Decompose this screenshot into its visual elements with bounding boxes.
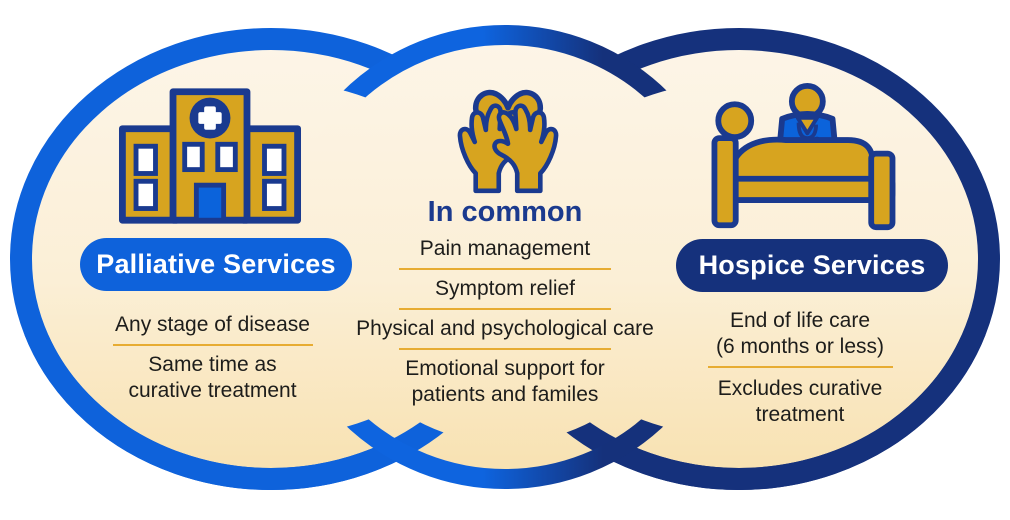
hospital-icon bbox=[118, 88, 302, 224]
divider bbox=[112, 344, 313, 346]
in-common-title: In common bbox=[427, 196, 583, 228]
in-common-list: Pain management Symptom relief Physical … bbox=[340, 236, 670, 408]
list-item: Physical and psychological care bbox=[356, 317, 654, 340]
bottom-crossing-arcs bbox=[10, 28, 1000, 490]
bed-rail bbox=[713, 175, 896, 203]
divider bbox=[707, 366, 893, 368]
divider bbox=[399, 308, 611, 310]
bed-post-left bbox=[711, 135, 739, 229]
list-item: Emotional support for patients and famil… bbox=[405, 357, 605, 406]
divider bbox=[399, 268, 611, 270]
hospice-services-title: Hospice Services bbox=[698, 250, 926, 280]
divider bbox=[399, 348, 611, 350]
hands-heart-icon bbox=[457, 89, 559, 194]
hospice-list: End of life care (6 months or less) Excl… bbox=[670, 308, 930, 428]
blanket bbox=[730, 136, 877, 184]
palliative-services-pill: Palliative Services bbox=[80, 238, 352, 291]
list-item: Same time as curative treatment bbox=[128, 353, 297, 402]
middle-circle-fill bbox=[283, 35, 727, 479]
palliative-services-title: Palliative Services bbox=[96, 249, 336, 279]
list-item: Any stage of disease bbox=[115, 313, 310, 336]
patient-head bbox=[715, 101, 755, 141]
palliative-list: Any stage of disease Same time as curati… bbox=[85, 312, 340, 404]
right-hand bbox=[492, 103, 559, 194]
list-item: End of life care (6 months or less) bbox=[715, 309, 885, 358]
doctor-collar bbox=[795, 115, 819, 136]
patient-bed-icon bbox=[711, 82, 896, 231]
list-item: Symptom relief bbox=[434, 277, 576, 300]
list-item: Pain management bbox=[419, 237, 591, 260]
list-item: Excludes curative treatment bbox=[717, 377, 883, 426]
bed-post-right bbox=[868, 150, 896, 231]
hospice-services-pill: Hospice Services bbox=[676, 239, 948, 292]
